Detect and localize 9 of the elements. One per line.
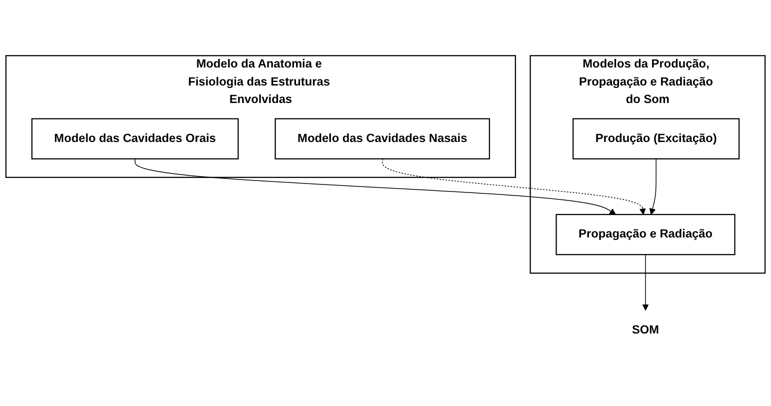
arrow — [649, 158, 656, 215]
node-box: Propagação e Radiação — [556, 214, 736, 256]
arrow — [134, 158, 616, 215]
node-text: SOM — [632, 324, 660, 336]
node-box: Modelo das Cavidades Orais — [31, 118, 239, 160]
arrow — [382, 158, 646, 215]
arrow — [642, 254, 649, 311]
node-box: Produção (Excitação) — [572, 118, 740, 160]
node-box: Modelo das Cavidades Nasais — [274, 118, 490, 160]
